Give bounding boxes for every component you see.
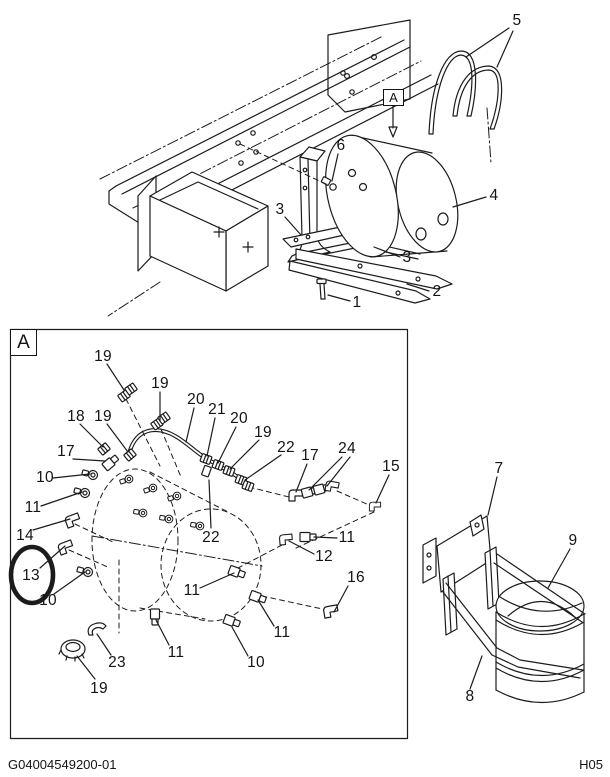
- detail-fittings: [56, 382, 382, 662]
- detail-marker-a: A: [383, 89, 404, 106]
- figure-number: G04004549200-01: [8, 757, 117, 772]
- detail-view-label-a: A: [10, 329, 37, 356]
- main-assembly-view: [99, 19, 514, 317]
- side-bracket-view: [422, 476, 586, 704]
- callout-18: 18: [67, 408, 85, 425]
- callout-3: 3: [402, 249, 412, 266]
- drain-hoses: [428, 50, 503, 135]
- callout-17: 17: [57, 443, 75, 460]
- detail-leader-lines: [32, 363, 390, 680]
- callout-13: 13: [22, 567, 40, 584]
- callout-19: 19: [90, 680, 108, 697]
- callout-24: 24: [338, 440, 356, 457]
- callout-19: 19: [94, 348, 112, 365]
- callout-20: 20: [230, 410, 248, 427]
- fitting-6: [320, 176, 337, 191]
- callout-19: 19: [254, 424, 272, 441]
- callout-10: 10: [247, 654, 265, 671]
- callout-16: 16: [347, 569, 365, 586]
- detail-projection-lines: [68, 398, 375, 634]
- air-tank: [325, 134, 459, 258]
- callout-10: 10: [36, 469, 54, 486]
- side-bracket: [422, 514, 500, 636]
- callout-17: 17: [301, 447, 319, 464]
- callout-14: 14: [16, 527, 34, 544]
- callout-10: 10: [39, 592, 57, 609]
- callout-23: 23: [108, 654, 126, 671]
- callout-11: 11: [24, 499, 42, 516]
- callout-19: 19: [151, 375, 169, 392]
- detail-marker-arrow: [388, 105, 398, 138]
- support-straps: [288, 248, 453, 304]
- callout-3: 3: [275, 201, 285, 218]
- callout-6: 6: [336, 137, 346, 154]
- callout-4: 4: [489, 187, 499, 204]
- callout-22: 22: [202, 529, 220, 546]
- callout-21: 21: [208, 401, 226, 418]
- callout-8: 8: [465, 688, 475, 705]
- u-bolt-straps: [442, 553, 586, 679]
- side-tank: [495, 580, 585, 704]
- callout-19: 19: [94, 408, 112, 425]
- page-code: H05: [579, 757, 603, 772]
- callout-7: 7: [494, 460, 504, 477]
- callout-9: 9: [568, 532, 578, 549]
- bolt-1: [316, 278, 327, 300]
- callout-20: 20: [187, 391, 205, 408]
- callout-11: 11: [273, 624, 291, 641]
- callout-2: 2: [432, 283, 442, 300]
- tank-phantom-outline: [91, 468, 263, 622]
- callout-5: 5: [512, 12, 522, 29]
- storage-box: [137, 171, 269, 292]
- callout-11: 11: [338, 529, 356, 546]
- side-leader-lines: [469, 476, 571, 690]
- callout-11: 11: [167, 644, 185, 661]
- main-leader-lines: [284, 27, 514, 302]
- callout-12: 12: [315, 548, 333, 565]
- detail-view-a: [8, 328, 409, 740]
- highlight-circle-13: [8, 544, 56, 606]
- callout-1: 1: [352, 294, 362, 311]
- callout-22: 22: [277, 439, 295, 456]
- callout-15: 15: [382, 458, 400, 475]
- callout-11: 11: [183, 582, 201, 599]
